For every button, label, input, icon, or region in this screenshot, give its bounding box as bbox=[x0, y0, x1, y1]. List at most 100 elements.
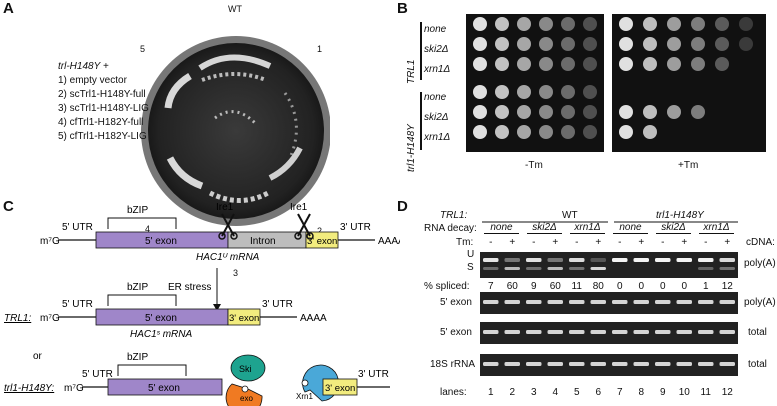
yeast-spot bbox=[583, 17, 597, 31]
gel-band bbox=[483, 267, 499, 270]
tm-sign: - bbox=[489, 237, 493, 248]
gel-hac1-polyA bbox=[480, 252, 738, 278]
bzip-2: bZIP bbox=[127, 282, 148, 293]
pct-value: 0 bbox=[659, 281, 666, 292]
gel-band bbox=[590, 362, 606, 366]
exo-label: exo bbox=[240, 394, 253, 403]
sector-2: 2 bbox=[317, 226, 323, 236]
trl1h-label: trl1-H148Y: bbox=[4, 383, 54, 394]
gel-band bbox=[504, 330, 520, 334]
legend-item-5: 5) cfTrl1-H182Y-LIG bbox=[58, 131, 147, 142]
yeast-spot bbox=[561, 37, 575, 51]
yeast-spot bbox=[539, 105, 553, 119]
sector-4: 4 bbox=[145, 224, 151, 234]
lane-number: 8 bbox=[638, 387, 645, 398]
hac1u-label: HAC1ᵁ mRNA bbox=[196, 252, 260, 263]
yeast-spot bbox=[495, 37, 509, 51]
d-tm-label: Tm: bbox=[456, 237, 474, 248]
yeast-spot bbox=[517, 17, 531, 31]
yeast-spot bbox=[517, 125, 531, 139]
group-trl1: TRL1 bbox=[406, 59, 417, 84]
utr3-3: 3' UTR bbox=[358, 369, 389, 380]
lane-number: 5 bbox=[573, 387, 580, 398]
bzip-1: bZIP bbox=[127, 205, 148, 216]
pct-value: 9 bbox=[530, 281, 537, 292]
utr5-3: 5' UTR bbox=[82, 369, 113, 380]
decay-group: none bbox=[613, 222, 648, 234]
yeast-spot bbox=[539, 37, 553, 51]
gel-band bbox=[655, 362, 671, 366]
yeast-spot bbox=[517, 57, 531, 71]
scissors-icon bbox=[218, 213, 238, 240]
row-ski2-2: ski2Δ bbox=[424, 112, 449, 123]
gel-band bbox=[483, 300, 499, 304]
tm-sign: - bbox=[575, 237, 579, 248]
gel-band bbox=[719, 300, 735, 304]
pct-value: 0 bbox=[681, 281, 688, 292]
splicing-diagram: m⁷G 5' UTR 5' exon Intron 3' exon 3' UTR… bbox=[4, 202, 400, 406]
plus-tm-label: +Tm bbox=[678, 160, 699, 171]
ski-complex bbox=[230, 354, 266, 382]
tm-sign: - bbox=[661, 237, 665, 248]
yeast-spot bbox=[643, 105, 657, 119]
streak-wt-b bbox=[201, 72, 267, 82]
gel-band bbox=[676, 362, 692, 366]
tm-sign: - bbox=[704, 237, 708, 248]
hac1s-label: HAC1ˢ mRNA bbox=[130, 329, 192, 340]
yeast-spot bbox=[643, 37, 657, 51]
gel-band bbox=[547, 300, 563, 304]
yeast-spot bbox=[561, 85, 575, 99]
cap-1: m⁷G bbox=[40, 236, 60, 247]
gel-band bbox=[676, 330, 692, 334]
panel-b-letter: B bbox=[397, 0, 408, 17]
exon3-label-1: 3' exon bbox=[307, 236, 337, 247]
gel-18s-total bbox=[480, 354, 738, 376]
row-ski2-1: ski2Δ bbox=[424, 44, 449, 55]
yeast-spot bbox=[473, 57, 487, 71]
yeast-spot bbox=[561, 17, 575, 31]
yeast-spot bbox=[667, 105, 681, 119]
decay-group: xrn1Δ bbox=[570, 222, 605, 234]
yeast-spot bbox=[739, 17, 753, 31]
yeast-spot bbox=[473, 37, 487, 51]
yeast-spot bbox=[583, 85, 597, 99]
gel-band bbox=[526, 300, 542, 304]
sector-5: 5 bbox=[140, 44, 146, 54]
trl1-label: TRL1: bbox=[4, 313, 31, 324]
gel-band bbox=[504, 267, 520, 270]
legend-title: trl-H148Y + bbox=[58, 61, 109, 72]
yeast-spot bbox=[583, 57, 597, 71]
gel-band bbox=[569, 267, 585, 270]
gel-band bbox=[676, 258, 692, 262]
legend-item-4: 4) cfTrl1-H182Y-full bbox=[58, 117, 144, 128]
yeast-spot bbox=[539, 57, 553, 71]
utr5-1: 5' UTR bbox=[62, 222, 93, 233]
yeast-spot bbox=[715, 17, 729, 31]
lane-number: 10 bbox=[678, 387, 690, 398]
pct-value: 1 bbox=[702, 281, 709, 292]
yeast-spot bbox=[473, 125, 487, 139]
d-gel4-label: 18S rRNA bbox=[430, 359, 476, 370]
yeast-spot bbox=[619, 125, 633, 139]
lane-number: 11 bbox=[700, 387, 711, 398]
yeast-spot bbox=[667, 37, 681, 51]
d-s-label: S bbox=[467, 262, 474, 273]
exon3-label-3: 3' exon bbox=[325, 383, 355, 394]
ire1-left: Ire1 bbox=[216, 202, 234, 213]
streak-wt bbox=[198, 54, 272, 71]
plate-figure bbox=[141, 36, 330, 226]
gel-band bbox=[547, 362, 563, 366]
pct-value: 80 bbox=[592, 281, 604, 292]
decay-group: ski2Δ bbox=[656, 222, 691, 234]
gel-band bbox=[655, 258, 671, 262]
gel-band bbox=[590, 267, 606, 270]
gel-band bbox=[719, 258, 735, 262]
gel-band bbox=[547, 267, 563, 270]
yeast-spot bbox=[691, 37, 705, 51]
gel-band bbox=[569, 258, 585, 262]
yeast-spot bbox=[691, 17, 705, 31]
row-xrn1-2: xrn1Δ bbox=[424, 132, 451, 143]
d-gel2-label: 5' exon bbox=[440, 297, 472, 308]
gel-band bbox=[612, 258, 628, 262]
gel-band bbox=[590, 300, 606, 304]
